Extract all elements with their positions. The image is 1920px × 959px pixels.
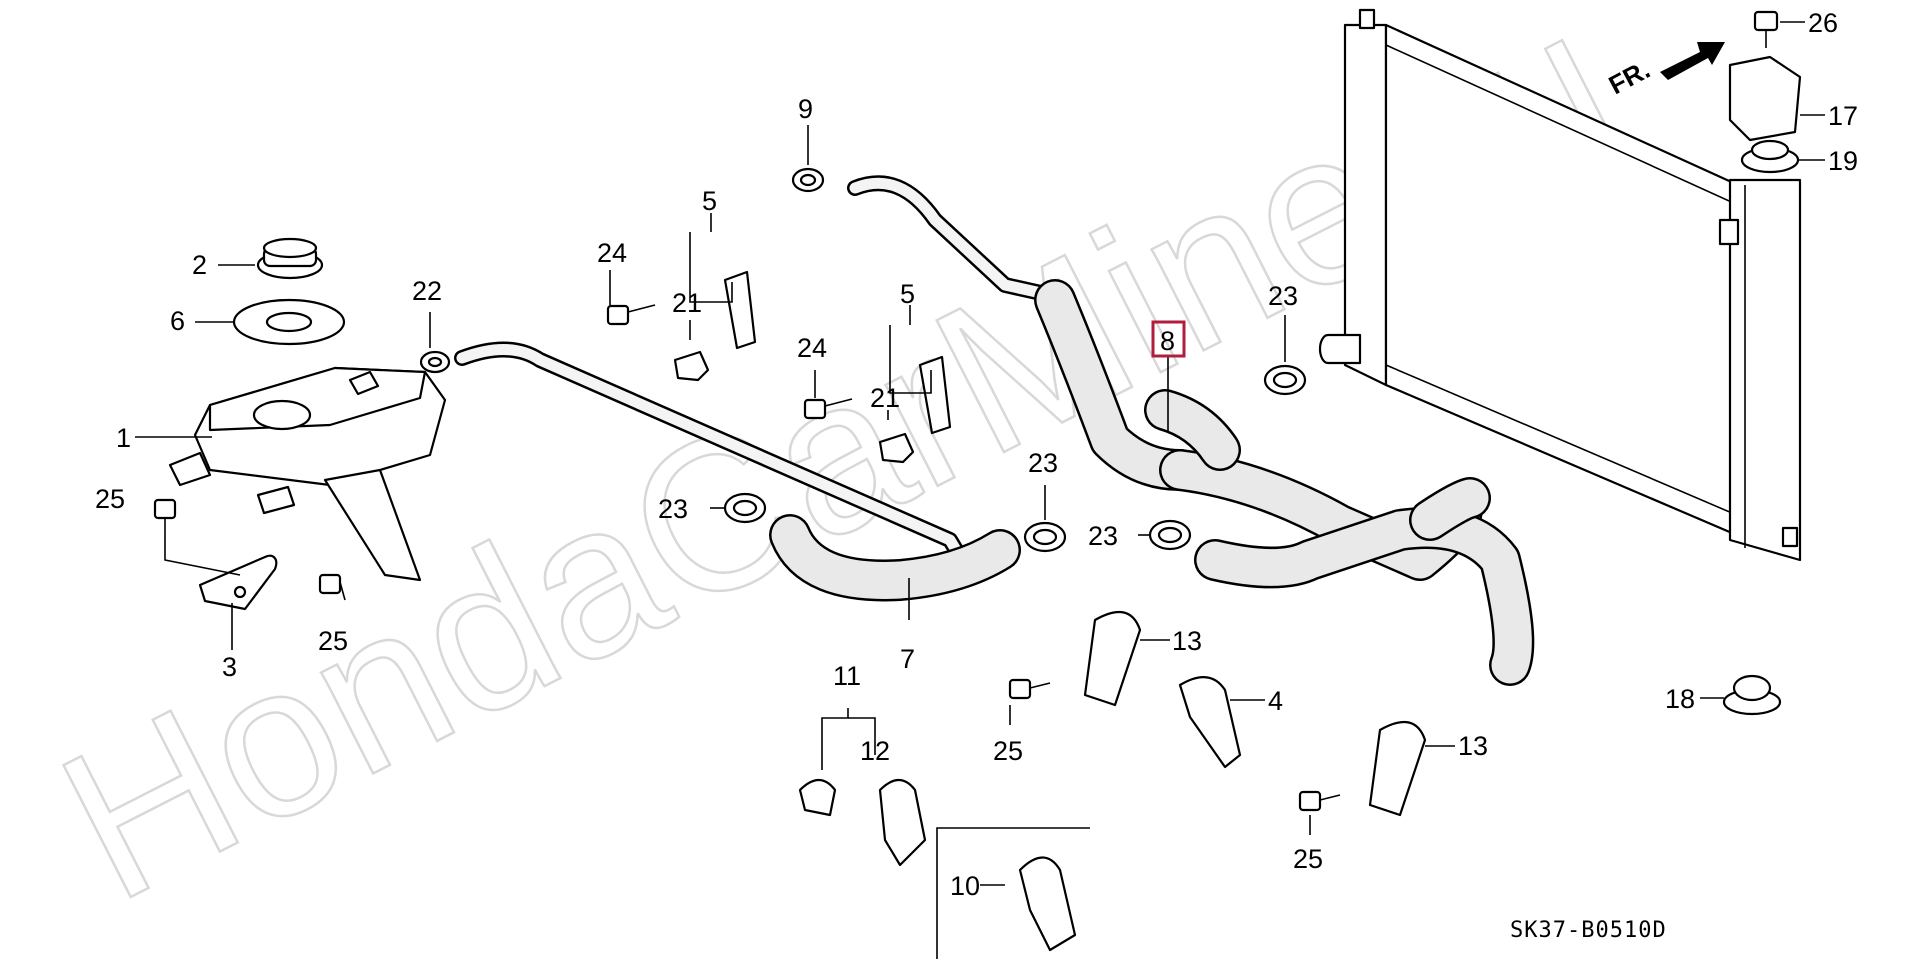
callout-24[interactable]: 24 — [597, 238, 627, 268]
callout-24[interactable]: 24 — [797, 333, 827, 363]
radiator[interactable] — [1318, 8, 1802, 562]
hose-clamp-23[interactable] — [1023, 521, 1067, 553]
leader-frame-10 — [936, 827, 1090, 959]
callout-25[interactable]: 25 — [993, 736, 1023, 766]
callout-7[interactable]: 7 — [900, 644, 915, 674]
cap-gasket[interactable] — [232, 298, 346, 346]
clip-21[interactable] — [878, 432, 915, 464]
hose-clip-9[interactable] — [791, 167, 825, 193]
callout-21[interactable]: 21 — [672, 288, 702, 318]
hose-clamp-23[interactable] — [1263, 364, 1307, 396]
callout-19[interactable]: 19 — [1828, 146, 1858, 176]
callout-13[interactable]: 13 — [1172, 626, 1202, 656]
bolt-24[interactable] — [606, 304, 656, 326]
callout-23[interactable]: 23 — [1088, 521, 1118, 551]
callout-12[interactable]: 12 — [860, 736, 890, 766]
front-direction-arrow-icon — [1660, 42, 1725, 80]
callout-25[interactable]: 25 — [1293, 844, 1323, 874]
callout-23[interactable]: 23 — [1268, 281, 1298, 311]
bracket-5[interactable] — [918, 355, 952, 435]
leader-lines — [135, 21, 1825, 886]
clip-11[interactable] — [798, 778, 837, 817]
diagram-code: SK37-B0510D — [1510, 918, 1667, 943]
callout-17[interactable]: 17 — [1828, 101, 1858, 131]
callout-5[interactable]: 5 — [702, 186, 717, 216]
callout-25[interactable]: 25 — [95, 484, 125, 514]
callout-11[interactable]: 11 — [833, 661, 861, 691]
tank-cap[interactable] — [256, 237, 324, 280]
bolt-25[interactable] — [153, 498, 177, 540]
tank-bracket[interactable] — [198, 554, 278, 611]
callout-6[interactable]: 6 — [170, 306, 185, 336]
stay-13[interactable] — [1368, 720, 1427, 817]
hose-clip-22[interactable] — [419, 350, 451, 374]
bolt-25[interactable] — [318, 573, 346, 601]
callout-1[interactable]: 1 — [116, 423, 131, 453]
clip-21[interactable] — [673, 350, 710, 382]
callout-21[interactable]: 21 — [870, 383, 900, 413]
upper-hose-9[interactable] — [847, 175, 1058, 303]
bracket-4[interactable] — [1178, 676, 1242, 769]
callout-4[interactable]: 4 — [1268, 686, 1283, 716]
bolt-25[interactable] — [1298, 790, 1341, 812]
selected-part-highlight — [1151, 320, 1186, 358]
cushion-19[interactable] — [1740, 139, 1800, 174]
callout-18[interactable]: 18 — [1665, 684, 1695, 714]
callout-3[interactable]: 3 — [222, 652, 237, 682]
bracket-5[interactable] — [723, 270, 757, 350]
direction-label: FR. — [1604, 54, 1655, 100]
overflow-tube-22[interactable] — [454, 341, 976, 578]
clip-10[interactable] — [1018, 856, 1077, 952]
callout-2[interactable]: 2 — [192, 250, 207, 280]
callout-26[interactable]: 26 — [1808, 8, 1838, 38]
bracket-17[interactable] — [1728, 55, 1802, 142]
lower-hose-8[interactable] — [1034, 279, 1535, 686]
callout-5[interactable]: 5 — [900, 279, 915, 309]
callout-8[interactable]: 8 — [1160, 326, 1175, 356]
callout-23[interactable]: 23 — [1028, 448, 1058, 478]
callout-22[interactable]: 22 — [412, 276, 442, 306]
callout-10[interactable]: 10 — [950, 871, 980, 901]
callout-23[interactable]: 23 — [658, 494, 688, 524]
cushion-18[interactable] — [1722, 674, 1782, 716]
callout-25[interactable]: 25 — [318, 626, 348, 656]
bolt-24[interactable] — [803, 398, 853, 420]
clip-12[interactable] — [878, 778, 927, 867]
hose-clamp-23[interactable] — [1148, 519, 1192, 551]
bolt-25[interactable] — [1008, 678, 1051, 700]
stay-13[interactable] — [1083, 610, 1142, 707]
reserve-tank[interactable] — [168, 366, 447, 582]
callout-13[interactable]: 13 — [1458, 731, 1488, 761]
bypass-hose-7[interactable] — [769, 514, 1021, 602]
callout-9[interactable]: 9 — [798, 94, 813, 124]
bolt-26[interactable] — [1753, 10, 1779, 48]
hose-clamp-23[interactable] — [723, 492, 767, 524]
